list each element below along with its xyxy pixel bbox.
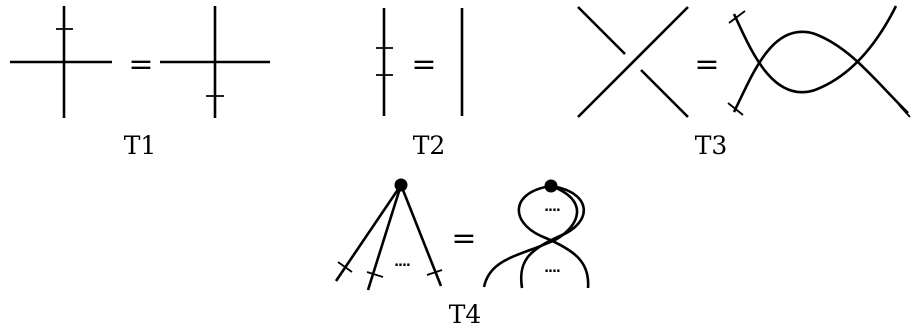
t4-right-strand-c xyxy=(482,184,579,288)
t3-equals-sign: = xyxy=(694,47,719,82)
t3-twist-tick-bottom-right xyxy=(898,104,911,118)
t4-right-top-ellipsis: .... xyxy=(544,200,560,215)
relation-t4: .... = .... .... T4 xyxy=(334,178,590,329)
t3-under-strand-top xyxy=(577,6,626,55)
t3-under-strand-bottom xyxy=(640,69,689,118)
t4-left-vertex-fan: .... xyxy=(334,178,443,291)
t4-left-edge-1 xyxy=(334,184,403,282)
t1-label: T1 xyxy=(124,131,157,160)
t4-left-edge-2 xyxy=(366,184,403,291)
t3-label: T3 xyxy=(695,131,728,160)
t4-twist-tick-3 xyxy=(426,269,443,276)
t3-twist-tick-top-left xyxy=(728,10,746,24)
t1-right-crossing xyxy=(160,6,270,118)
t4-right-twisted-vertex: .... .... xyxy=(482,179,590,289)
t3-right-strand-a xyxy=(732,5,898,94)
t4-twist-tick-2 xyxy=(366,271,384,278)
relation-t3: = T3 xyxy=(577,5,911,160)
t1-equals-sign: = xyxy=(128,47,153,82)
t4-equals-sign: = xyxy=(451,221,476,256)
t4-right-bottom-ellipsis: .... xyxy=(544,261,560,276)
t2-equals-sign: = xyxy=(411,47,436,82)
t4-right-strand-a xyxy=(517,184,590,289)
t4-left-vertex-dot xyxy=(394,178,408,192)
t4-left-ellipsis: .... xyxy=(394,255,410,270)
t4-left-edge-3 xyxy=(399,184,443,287)
t3-twist-tick-bottom-left xyxy=(727,102,744,116)
t4-twist-tick-1 xyxy=(337,261,353,273)
t1-left-crossing xyxy=(10,6,112,118)
t2-left-strand-with-two-twists xyxy=(376,8,393,116)
t3-right-strand-b xyxy=(732,30,909,114)
t4-right-vertex-dot xyxy=(544,179,558,193)
t2-label: T2 xyxy=(413,131,446,160)
t3-over-strand xyxy=(577,6,689,118)
t3-left-crossing xyxy=(577,6,689,118)
relation-t2: = T2 xyxy=(376,8,464,160)
relation-t1: = T1 xyxy=(10,6,270,160)
t4-label: T4 xyxy=(449,300,482,329)
t3-right-twisted-crossing xyxy=(727,5,911,118)
